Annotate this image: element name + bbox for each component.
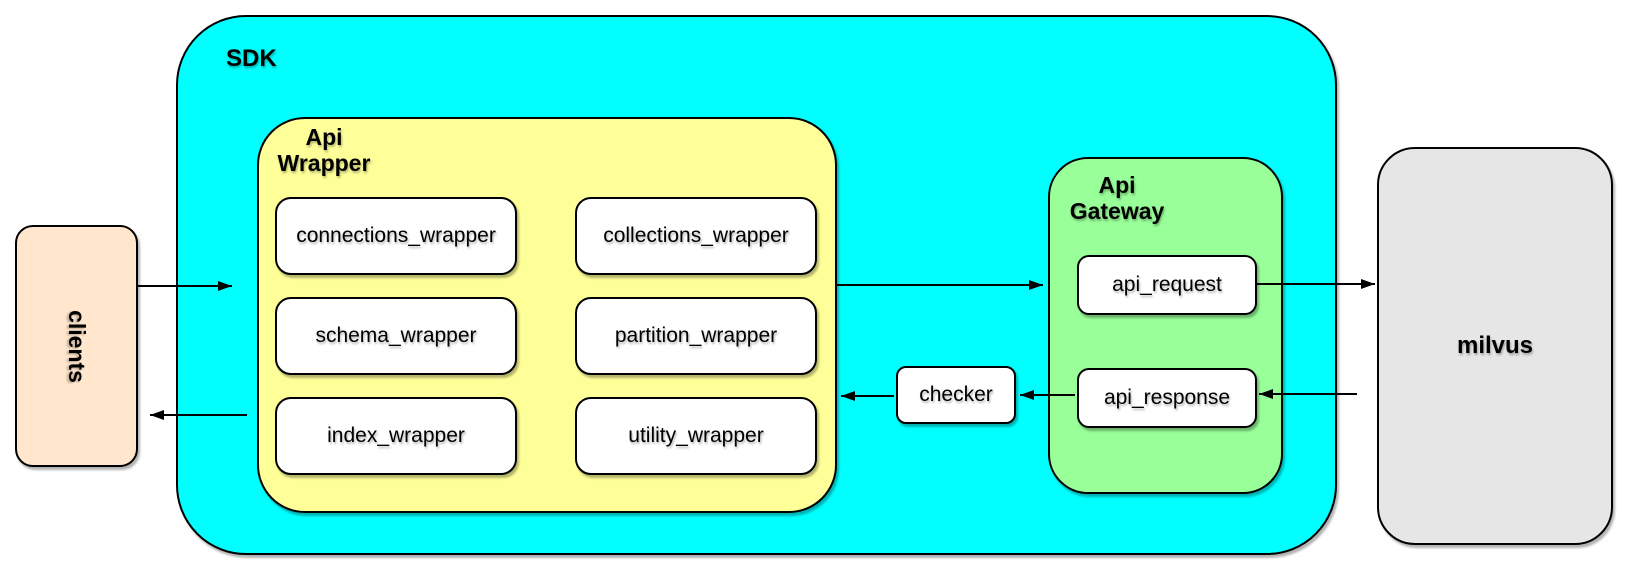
- api-response-label: api_response: [1103, 386, 1231, 409]
- wrapper-box-connections: connections_wrapper: [275, 197, 517, 275]
- wrapper-box-collections: collections_wrapper: [575, 197, 817, 275]
- wrapper-box-connections-label: connections_wrapper: [296, 224, 496, 247]
- wrapper-box-schema-label: schema_wrapper: [315, 324, 477, 347]
- wrapper-box-schema: schema_wrapper: [275, 297, 517, 375]
- api-response-box: api_response: [1077, 368, 1257, 428]
- wrapper-box-collections-label: collections_wrapper: [603, 224, 789, 247]
- clients-box: clients: [15, 225, 138, 467]
- wrapper-box-index: index_wrapper: [275, 397, 517, 475]
- api-gateway-container: Api Gateway: [1048, 157, 1283, 494]
- checker-label: checker: [919, 383, 993, 406]
- wrapper-box-partition-label: partition_wrapper: [614, 324, 778, 347]
- api-request-box: api_request: [1077, 255, 1257, 315]
- checker-box: checker: [896, 366, 1016, 424]
- api-wrapper-label: Api Wrapper: [277, 124, 371, 176]
- milvus-box: milvus: [1377, 147, 1613, 545]
- sdk-label: SDK: [226, 45, 277, 72]
- wrapper-box-partition: partition_wrapper: [575, 297, 817, 375]
- milvus-label: milvus: [1456, 332, 1534, 359]
- wrapper-box-utility-label: utility_wrapper: [628, 424, 764, 447]
- wrapper-box-utility: utility_wrapper: [575, 397, 817, 475]
- api-request-label: api_request: [1112, 273, 1222, 296]
- api-gateway-label: Api Gateway: [1069, 172, 1165, 224]
- clients-label: clients: [64, 309, 90, 383]
- wrapper-box-index-label: index_wrapper: [327, 424, 465, 447]
